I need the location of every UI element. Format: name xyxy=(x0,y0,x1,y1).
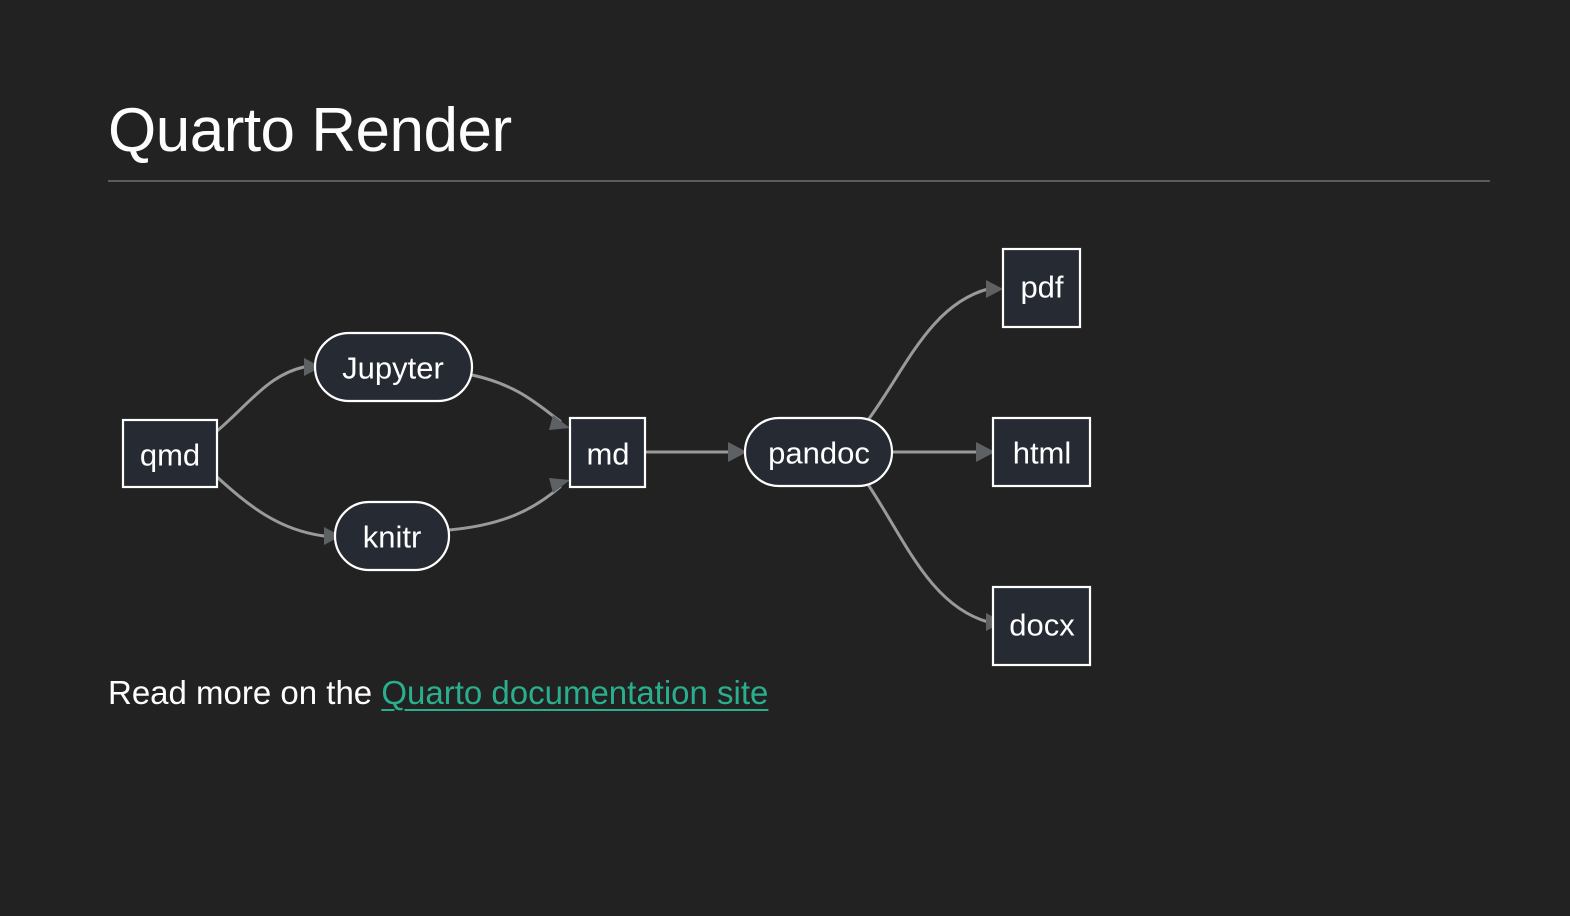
node-label: qmd xyxy=(140,438,200,473)
edge-qmd-knitr xyxy=(215,475,341,545)
diagram-nodes: qmd Jupyter knitr md pandoc xyxy=(121,247,1092,667)
arrow-head-icon xyxy=(549,415,570,430)
edge-knitr-md xyxy=(447,478,570,532)
arrow-head-icon xyxy=(986,280,1003,298)
footer-lead-text: Read more on the xyxy=(108,674,382,711)
node-label: pandoc xyxy=(768,436,870,471)
edge-pandoc-pdf xyxy=(863,280,1003,426)
edge-line xyxy=(470,373,562,423)
edge-line xyxy=(215,475,326,538)
arrow-head-icon xyxy=(549,478,570,493)
edge-qmd-jupyter xyxy=(215,358,321,433)
edge-line xyxy=(447,485,562,532)
diagram-edges xyxy=(215,280,1003,631)
node-jupyter[interactable]: Jupyter xyxy=(313,331,474,403)
edge-line xyxy=(863,478,990,624)
node-md[interactable]: md xyxy=(568,416,647,489)
edge-pandoc-html xyxy=(890,442,995,462)
edge-jupyter-md xyxy=(470,373,570,430)
node-label: knitr xyxy=(363,520,422,555)
node-shape-rect xyxy=(991,585,1092,667)
diagram-canvas: qmd Jupyter knitr md pandoc xyxy=(121,247,1092,667)
node-shape-rect xyxy=(568,416,647,489)
arrow-head-icon xyxy=(976,442,995,462)
node-knitr[interactable]: knitr xyxy=(333,500,451,572)
node-shape-stadium xyxy=(333,500,451,572)
page-title: Quarto Render xyxy=(108,96,512,165)
node-qmd[interactable]: qmd xyxy=(121,418,219,489)
render-flow-diagram: qmd Jupyter knitr md pandoc xyxy=(108,225,1168,667)
title-block: Quarto Render xyxy=(108,100,1490,182)
node-shape-rect xyxy=(991,416,1092,488)
node-label: pdf xyxy=(1020,270,1063,305)
arrow-head-icon xyxy=(324,527,341,545)
node-pdf[interactable]: pdf xyxy=(1001,247,1082,329)
node-pandoc[interactable]: pandoc xyxy=(743,416,894,488)
edge-line xyxy=(863,287,990,426)
node-shape-rect xyxy=(1001,247,1082,329)
node-docx[interactable]: docx xyxy=(991,585,1092,667)
arrow-head-icon xyxy=(728,442,747,462)
node-label: html xyxy=(1013,436,1072,471)
quarto-documentation-link[interactable]: Quarto documentation site xyxy=(381,674,769,711)
node-shape-stadium xyxy=(313,331,474,403)
node-label: md xyxy=(586,437,629,472)
edge-md-pandoc xyxy=(643,442,747,462)
footer-line: Read more on the Quarto documentation si… xyxy=(108,673,768,713)
node-html[interactable]: html xyxy=(991,416,1092,488)
node-shape-stadium xyxy=(743,416,894,488)
edge-line xyxy=(215,365,306,433)
node-label: Jupyter xyxy=(342,351,444,386)
arrow-head-icon xyxy=(304,358,321,376)
title-divider xyxy=(108,180,1490,182)
node-shape-rect xyxy=(121,418,219,489)
edge-pandoc-docx xyxy=(863,478,1003,631)
node-label: docx xyxy=(1009,608,1075,643)
